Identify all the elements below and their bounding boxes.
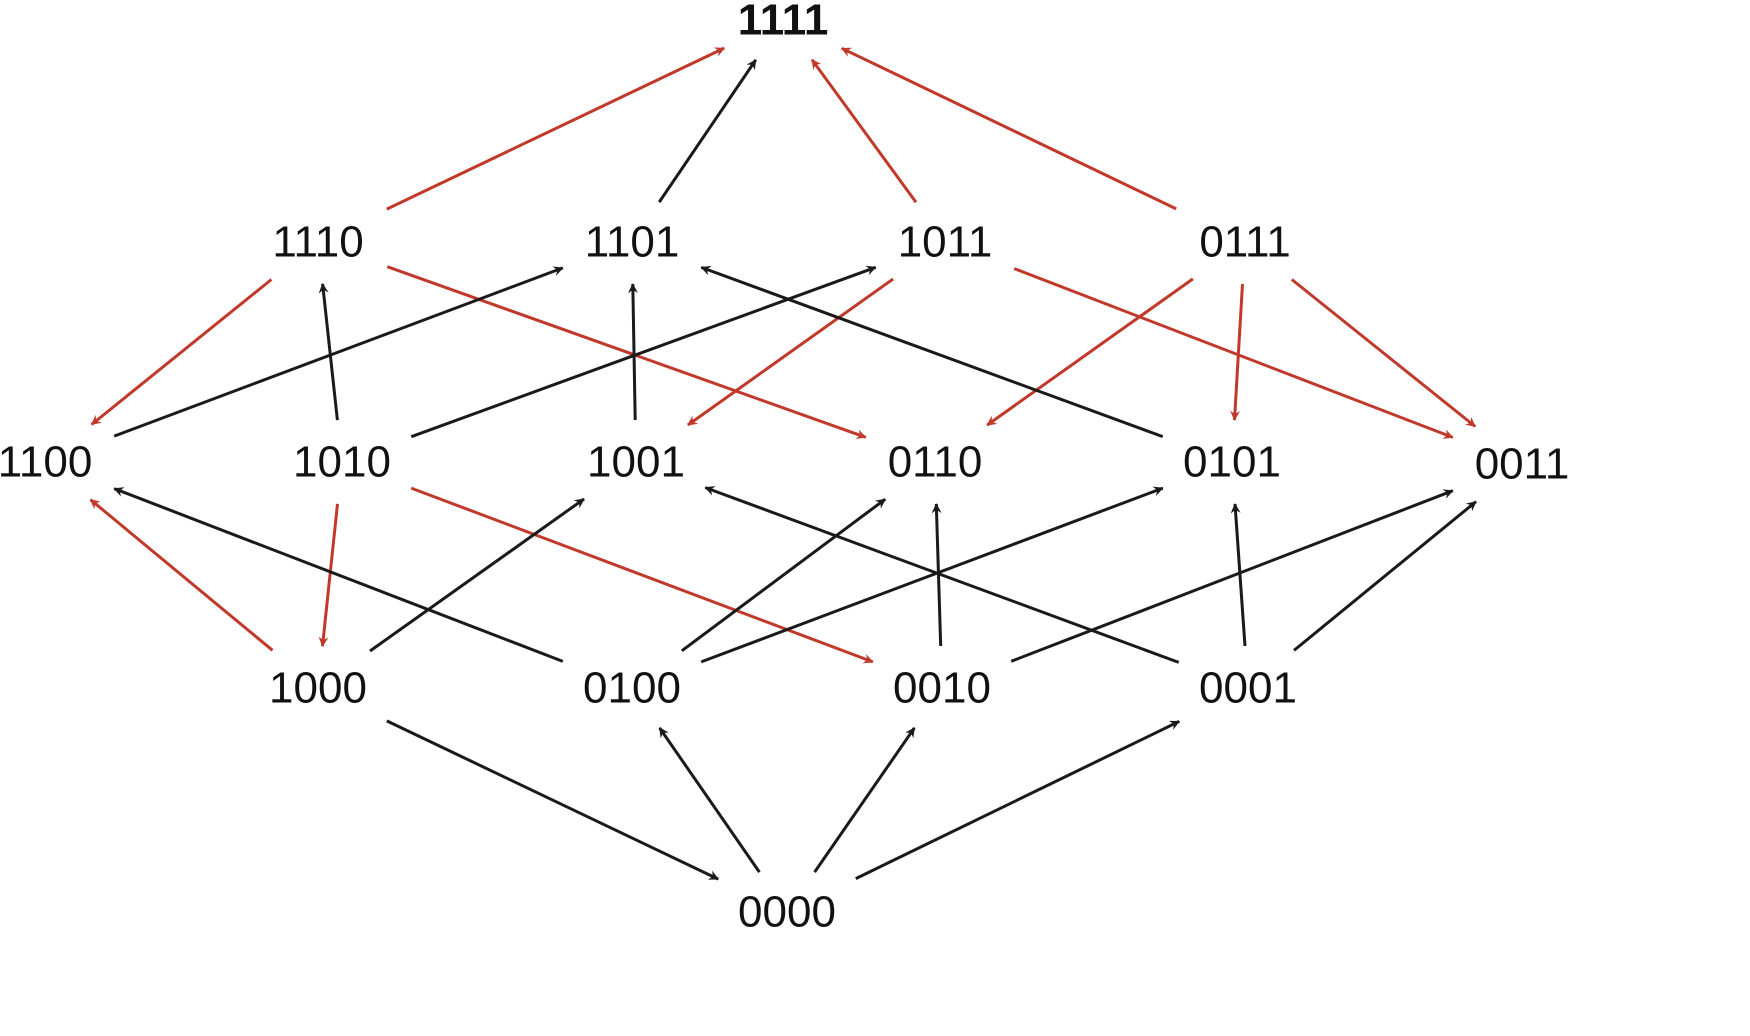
edge-0101-to-1101 — [700, 265, 1164, 439]
edge-0000-to-0001 — [855, 720, 1180, 880]
edges-layer — [89, 46, 1477, 881]
edge-1010-to-1110 — [318, 283, 339, 421]
node-1000: 1000 — [269, 664, 367, 713]
node-0100: 0100 — [583, 664, 681, 713]
node-0000: 0000 — [738, 888, 836, 937]
edge-0100-to-0110 — [680, 497, 887, 653]
edge-1000-to-0000 — [386, 719, 719, 881]
edge-1110-to-1100 — [90, 278, 273, 426]
edge-0001-to-0101 — [1230, 503, 1247, 647]
edge-1000-to-1001 — [369, 497, 585, 653]
edge-0111-to-0101 — [1230, 283, 1244, 421]
edge-1011-to-1111 — [810, 58, 918, 204]
edge-0001-to-1001 — [704, 486, 1180, 664]
edge-0111-to-0110 — [986, 277, 1194, 427]
node-1010: 1010 — [293, 438, 391, 487]
edge-0111-to-0011 — [1290, 278, 1477, 428]
edge-1000-to-1100 — [89, 498, 274, 652]
node-0001: 0001 — [1199, 664, 1297, 713]
edge-1100-to-1101 — [113, 266, 564, 438]
node-1001: 1001 — [587, 438, 685, 487]
edge-0001-to-0011 — [1293, 500, 1477, 652]
edge-1110-to-0110 — [386, 265, 867, 439]
edge-1010-to-1000 — [318, 503, 339, 647]
node-1110: 1110 — [272, 218, 363, 267]
edge-1010-to-0010 — [410, 486, 874, 664]
edge-0100-to-0101 — [700, 486, 1164, 664]
edge-0111-to-1111 — [841, 46, 1177, 211]
node-1011: 1011 — [898, 218, 993, 267]
edge-1101-to-1111 — [657, 59, 758, 203]
node-0011: 0011 — [1475, 440, 1570, 489]
node-0101: 0101 — [1183, 438, 1281, 487]
node-0010: 0010 — [893, 664, 991, 713]
node-1101: 1101 — [585, 218, 680, 267]
node-1111: 1111 — [738, 0, 829, 45]
edge-1011-to-1001 — [687, 277, 894, 427]
edge-1010-to-1011 — [410, 265, 877, 439]
edge-1001-to-1101 — [627, 283, 638, 421]
edge-0100-to-1100 — [113, 487, 564, 663]
node-1100: 1100 — [0, 438, 92, 487]
nodes-layer: 1111 1110 1101 1011 0111 1100 1010 1001 0110 0101… — [0, 0, 1569, 937]
edge-0010-to-0011 — [1010, 489, 1454, 663]
edge-1110-to-1111 — [386, 46, 725, 211]
edge-0000-to-0010 — [813, 727, 916, 873]
node-0111: 0111 — [1199, 218, 1290, 267]
edge-1011-to-0011 — [1013, 267, 1454, 439]
node-0110: 0110 — [888, 438, 983, 487]
edge-0000-to-0100 — [658, 727, 761, 873]
